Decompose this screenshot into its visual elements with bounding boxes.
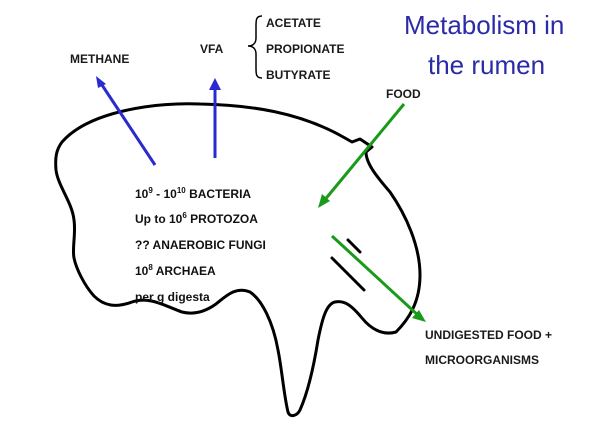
rumen-fold-upper <box>348 240 360 252</box>
fungi-line: ?? ANAEROBIC FUNGI <box>135 238 266 252</box>
butyrate-label: BUTYRATE <box>266 68 330 82</box>
bacteria-line: 109 - 1010 BACTERIA <box>135 187 251 201</box>
title-line-1: Metabolism in <box>404 10 564 40</box>
vfa-brace <box>248 16 262 78</box>
methane-label: METHANE <box>70 52 129 66</box>
undigested-label-line-1: UNDIGESTED FOOD + <box>425 328 552 342</box>
food-arrow <box>323 104 404 202</box>
archaea-line: 108 ARCHAEA <box>135 264 216 278</box>
undigested-arrow <box>332 236 420 317</box>
vfa-label: VFA <box>200 42 223 56</box>
vfa-arrowhead <box>209 78 221 90</box>
undigested-label-line-2: MICROORGANISMS <box>425 353 539 367</box>
protozoa-line: Up to 106 PROTOZOA <box>135 212 258 226</box>
propionate-label: PROPIONATE <box>266 42 344 56</box>
acetate-label: ACETATE <box>266 16 321 30</box>
per-g-digesta-line: per g digesta <box>135 290 210 304</box>
methane-arrow <box>100 82 155 165</box>
food-label: FOOD <box>386 87 421 101</box>
title-line-2: the rumen <box>428 50 545 80</box>
